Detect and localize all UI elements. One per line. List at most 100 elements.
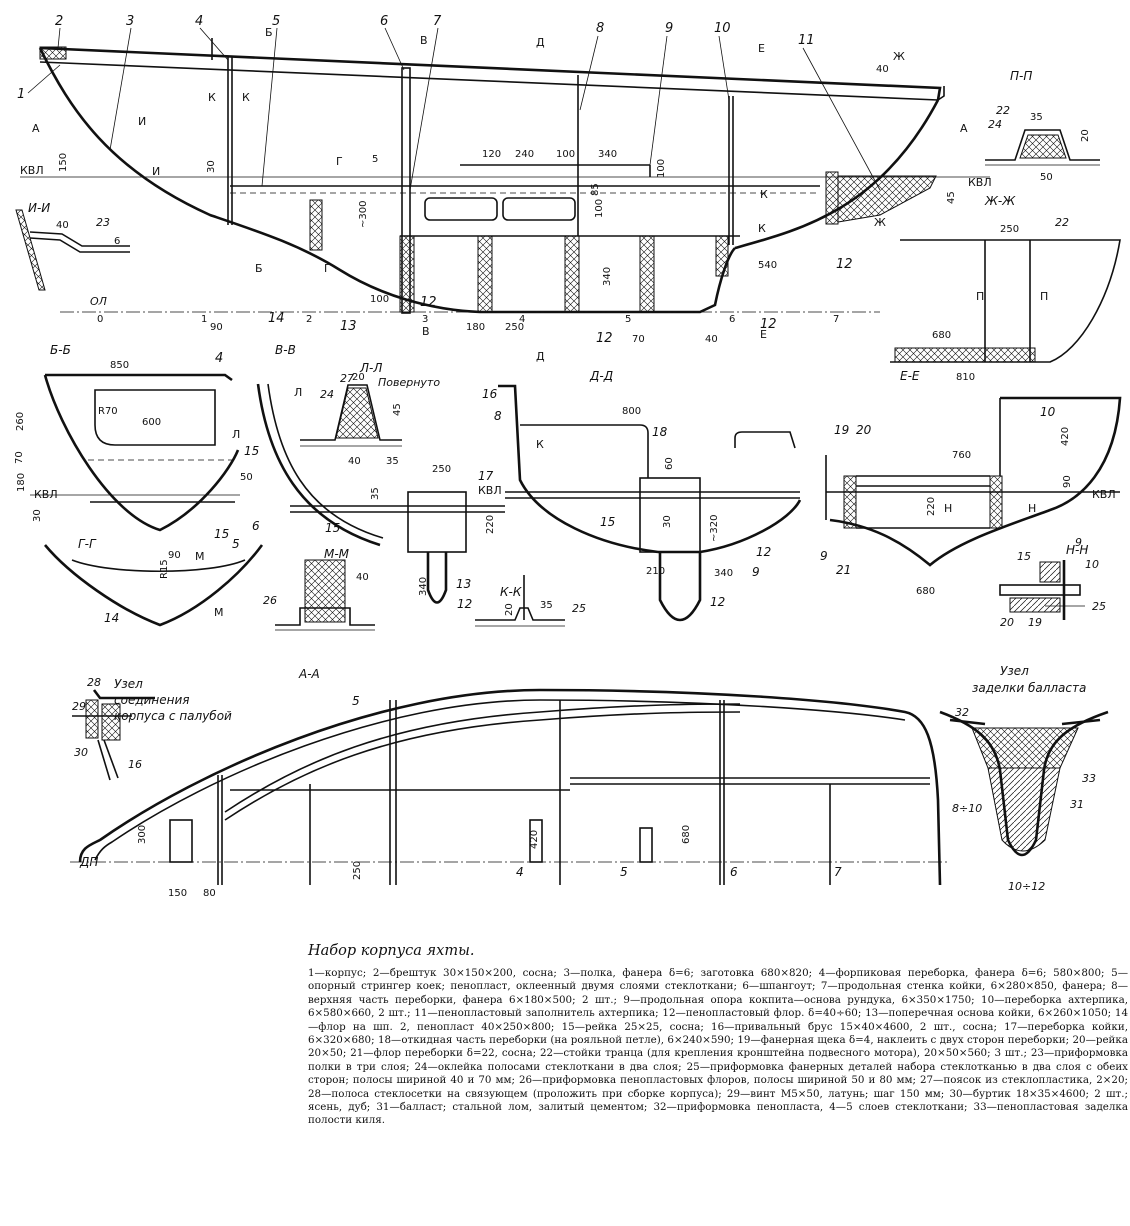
svg-text:18: 18 (652, 425, 668, 439)
svg-text:Л: Л (294, 386, 302, 399)
ol-label: ОЛ (90, 295, 107, 308)
section-ee: Е-Е 760 420 90 220 680 КВЛ 10 19 20 9 21… (820, 369, 1122, 597)
svg-text:Б-Б: Б-Б (50, 343, 71, 357)
svg-text:30: 30 (662, 515, 673, 528)
svg-text:60: 60 (664, 457, 675, 470)
svg-text:120: 120 (482, 149, 501, 160)
svg-text:600: 600 (142, 417, 161, 428)
svg-text:40: 40 (876, 64, 889, 75)
caption-title: Набор корпуса яхты. (308, 943, 475, 959)
svg-text:20: 20 (352, 372, 365, 383)
svg-text:Е: Е (760, 328, 767, 341)
svg-text:10: 10 (1040, 405, 1056, 419)
hull-framing-drawing: 0 1 2 3 4 5 6 7 1 2 3 4 5 6 7 8 9 10 11 … (14, 14, 1122, 899)
section-ii: И-И 40 6 23 (15, 201, 130, 291)
svg-text:45: 45 (392, 403, 403, 416)
svg-text:6: 6 (114, 236, 120, 247)
svg-text:2: 2 (55, 14, 63, 29)
svg-text:В-В: В-В (275, 343, 296, 357)
svg-text:12: 12 (457, 597, 472, 611)
section-pp: П-П 35 20 50 22 24 (985, 69, 1100, 183)
svg-text:А: А (960, 122, 968, 135)
svg-text:260: 260 (15, 412, 26, 431)
svg-text:21: 21 (836, 563, 851, 577)
svg-text:П-П: П-П (1010, 69, 1032, 83)
svg-text:КВЛ: КВЛ (1092, 488, 1116, 501)
svg-text:100: 100 (556, 149, 575, 160)
section-dd: Д-Д 800 60 30 ~320 210 340 16 8 18 17 КВ… (478, 369, 802, 622)
svg-text:Б: Б (265, 26, 273, 39)
svg-text:90: 90 (1062, 475, 1073, 488)
svg-text:35: 35 (386, 456, 399, 467)
svg-text:810: 810 (956, 372, 975, 383)
svg-text:680: 680 (916, 586, 935, 597)
svg-text:6: 6 (729, 314, 735, 325)
svg-text:12: 12 (760, 317, 777, 332)
svg-text:30: 30 (206, 160, 217, 173)
ballast-node-detail: Узел заделки балласта 32 33 31 8÷10 10÷1… (939, 664, 1109, 893)
svg-text:1: 1 (201, 314, 207, 325)
svg-text:340: 340 (714, 568, 733, 579)
section-gg: Г-Г R15 90 14 5 М М (44, 537, 264, 627)
svg-text:корпуса с палубой: корпуса с палубой (114, 709, 232, 723)
svg-text:40: 40 (356, 572, 369, 583)
svg-text:14: 14 (104, 611, 119, 625)
svg-text:5: 5 (625, 314, 631, 325)
svg-text:8: 8 (494, 409, 502, 423)
svg-text:15: 15 (600, 515, 615, 529)
svg-text:250: 250 (505, 322, 524, 333)
svg-text:30: 30 (32, 509, 43, 522)
svg-text:А-А: А-А (298, 667, 320, 681)
svg-text:К-К: К-К (500, 585, 522, 599)
svg-text:50: 50 (240, 472, 253, 483)
svg-text:М: М (214, 606, 224, 619)
svg-text:Повернуто: Повернуто (378, 376, 440, 389)
svg-text:7: 7 (433, 14, 442, 29)
svg-text:210: 210 (646, 566, 665, 577)
svg-text:150: 150 (168, 888, 187, 899)
svg-text:100: 100 (656, 159, 667, 178)
svg-text:540: 540 (758, 260, 777, 271)
svg-text:35: 35 (370, 487, 381, 500)
svg-text:Ж: Ж (893, 50, 905, 63)
svg-text:9: 9 (820, 549, 828, 563)
svg-text:Е: Е (758, 42, 765, 55)
svg-text:13: 13 (340, 319, 357, 334)
svg-text:5: 5 (272, 14, 280, 29)
svg-text:Д: Д (536, 36, 545, 49)
svg-text:29: 29 (72, 700, 86, 713)
svg-text:420: 420 (1060, 427, 1071, 446)
svg-text:17: 17 (478, 469, 494, 483)
svg-text:К: К (536, 438, 544, 451)
svg-text:К: К (760, 188, 768, 201)
svg-text:Н-Н: Н-Н (1066, 543, 1088, 557)
svg-text:12: 12 (420, 295, 437, 310)
svg-text:26: 26 (263, 594, 277, 607)
svg-text:Л-Л: Л-Л (359, 361, 382, 375)
svg-text:16: 16 (128, 758, 142, 771)
svg-text:27: 27 (340, 372, 354, 385)
svg-text:Д-Д: Д-Д (589, 369, 613, 383)
svg-text:КВЛ: КВЛ (34, 488, 58, 501)
section-mm: М-М 40 26 (263, 547, 375, 631)
svg-text:760: 760 (952, 450, 971, 461)
svg-text:1: 1 (17, 87, 25, 102)
svg-text:5: 5 (620, 865, 628, 879)
svg-text:250: 250 (432, 464, 451, 475)
svg-text:R70: R70 (98, 406, 118, 417)
svg-text:19: 19 (1028, 616, 1042, 629)
svg-text:680: 680 (932, 330, 951, 341)
svg-text:220: 220 (926, 497, 937, 516)
svg-text:4: 4 (519, 314, 525, 325)
svg-text:Л: Л (232, 428, 240, 441)
svg-text:В: В (422, 325, 430, 338)
svg-text:33: 33 (1082, 772, 1096, 785)
svg-text:35: 35 (1030, 112, 1043, 123)
svg-text:180: 180 (466, 322, 485, 333)
svg-text:15: 15 (244, 444, 259, 458)
svg-text:6: 6 (730, 865, 738, 879)
svg-text:30: 30 (74, 746, 88, 759)
svg-text:Узел: Узел (114, 677, 143, 691)
svg-text:10: 10 (714, 21, 731, 36)
svg-text:П: П (1040, 290, 1048, 303)
